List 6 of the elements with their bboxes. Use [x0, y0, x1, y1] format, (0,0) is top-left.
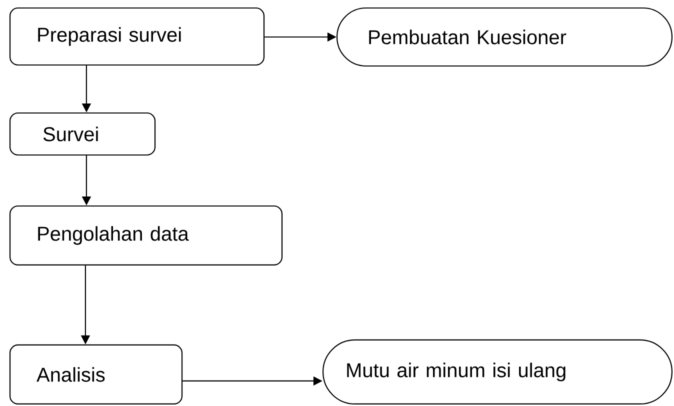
process-box: Analisis	[9, 344, 183, 405]
terminal-box: Mutu air minum isi ulang	[322, 339, 673, 405]
process-box: Preparasi survei	[9, 7, 265, 66]
process-box: Pengolahan data	[9, 205, 283, 266]
terminal-box: Pembuatan Kuesioner	[336, 7, 673, 67]
process-box: Survei	[9, 112, 156, 156]
